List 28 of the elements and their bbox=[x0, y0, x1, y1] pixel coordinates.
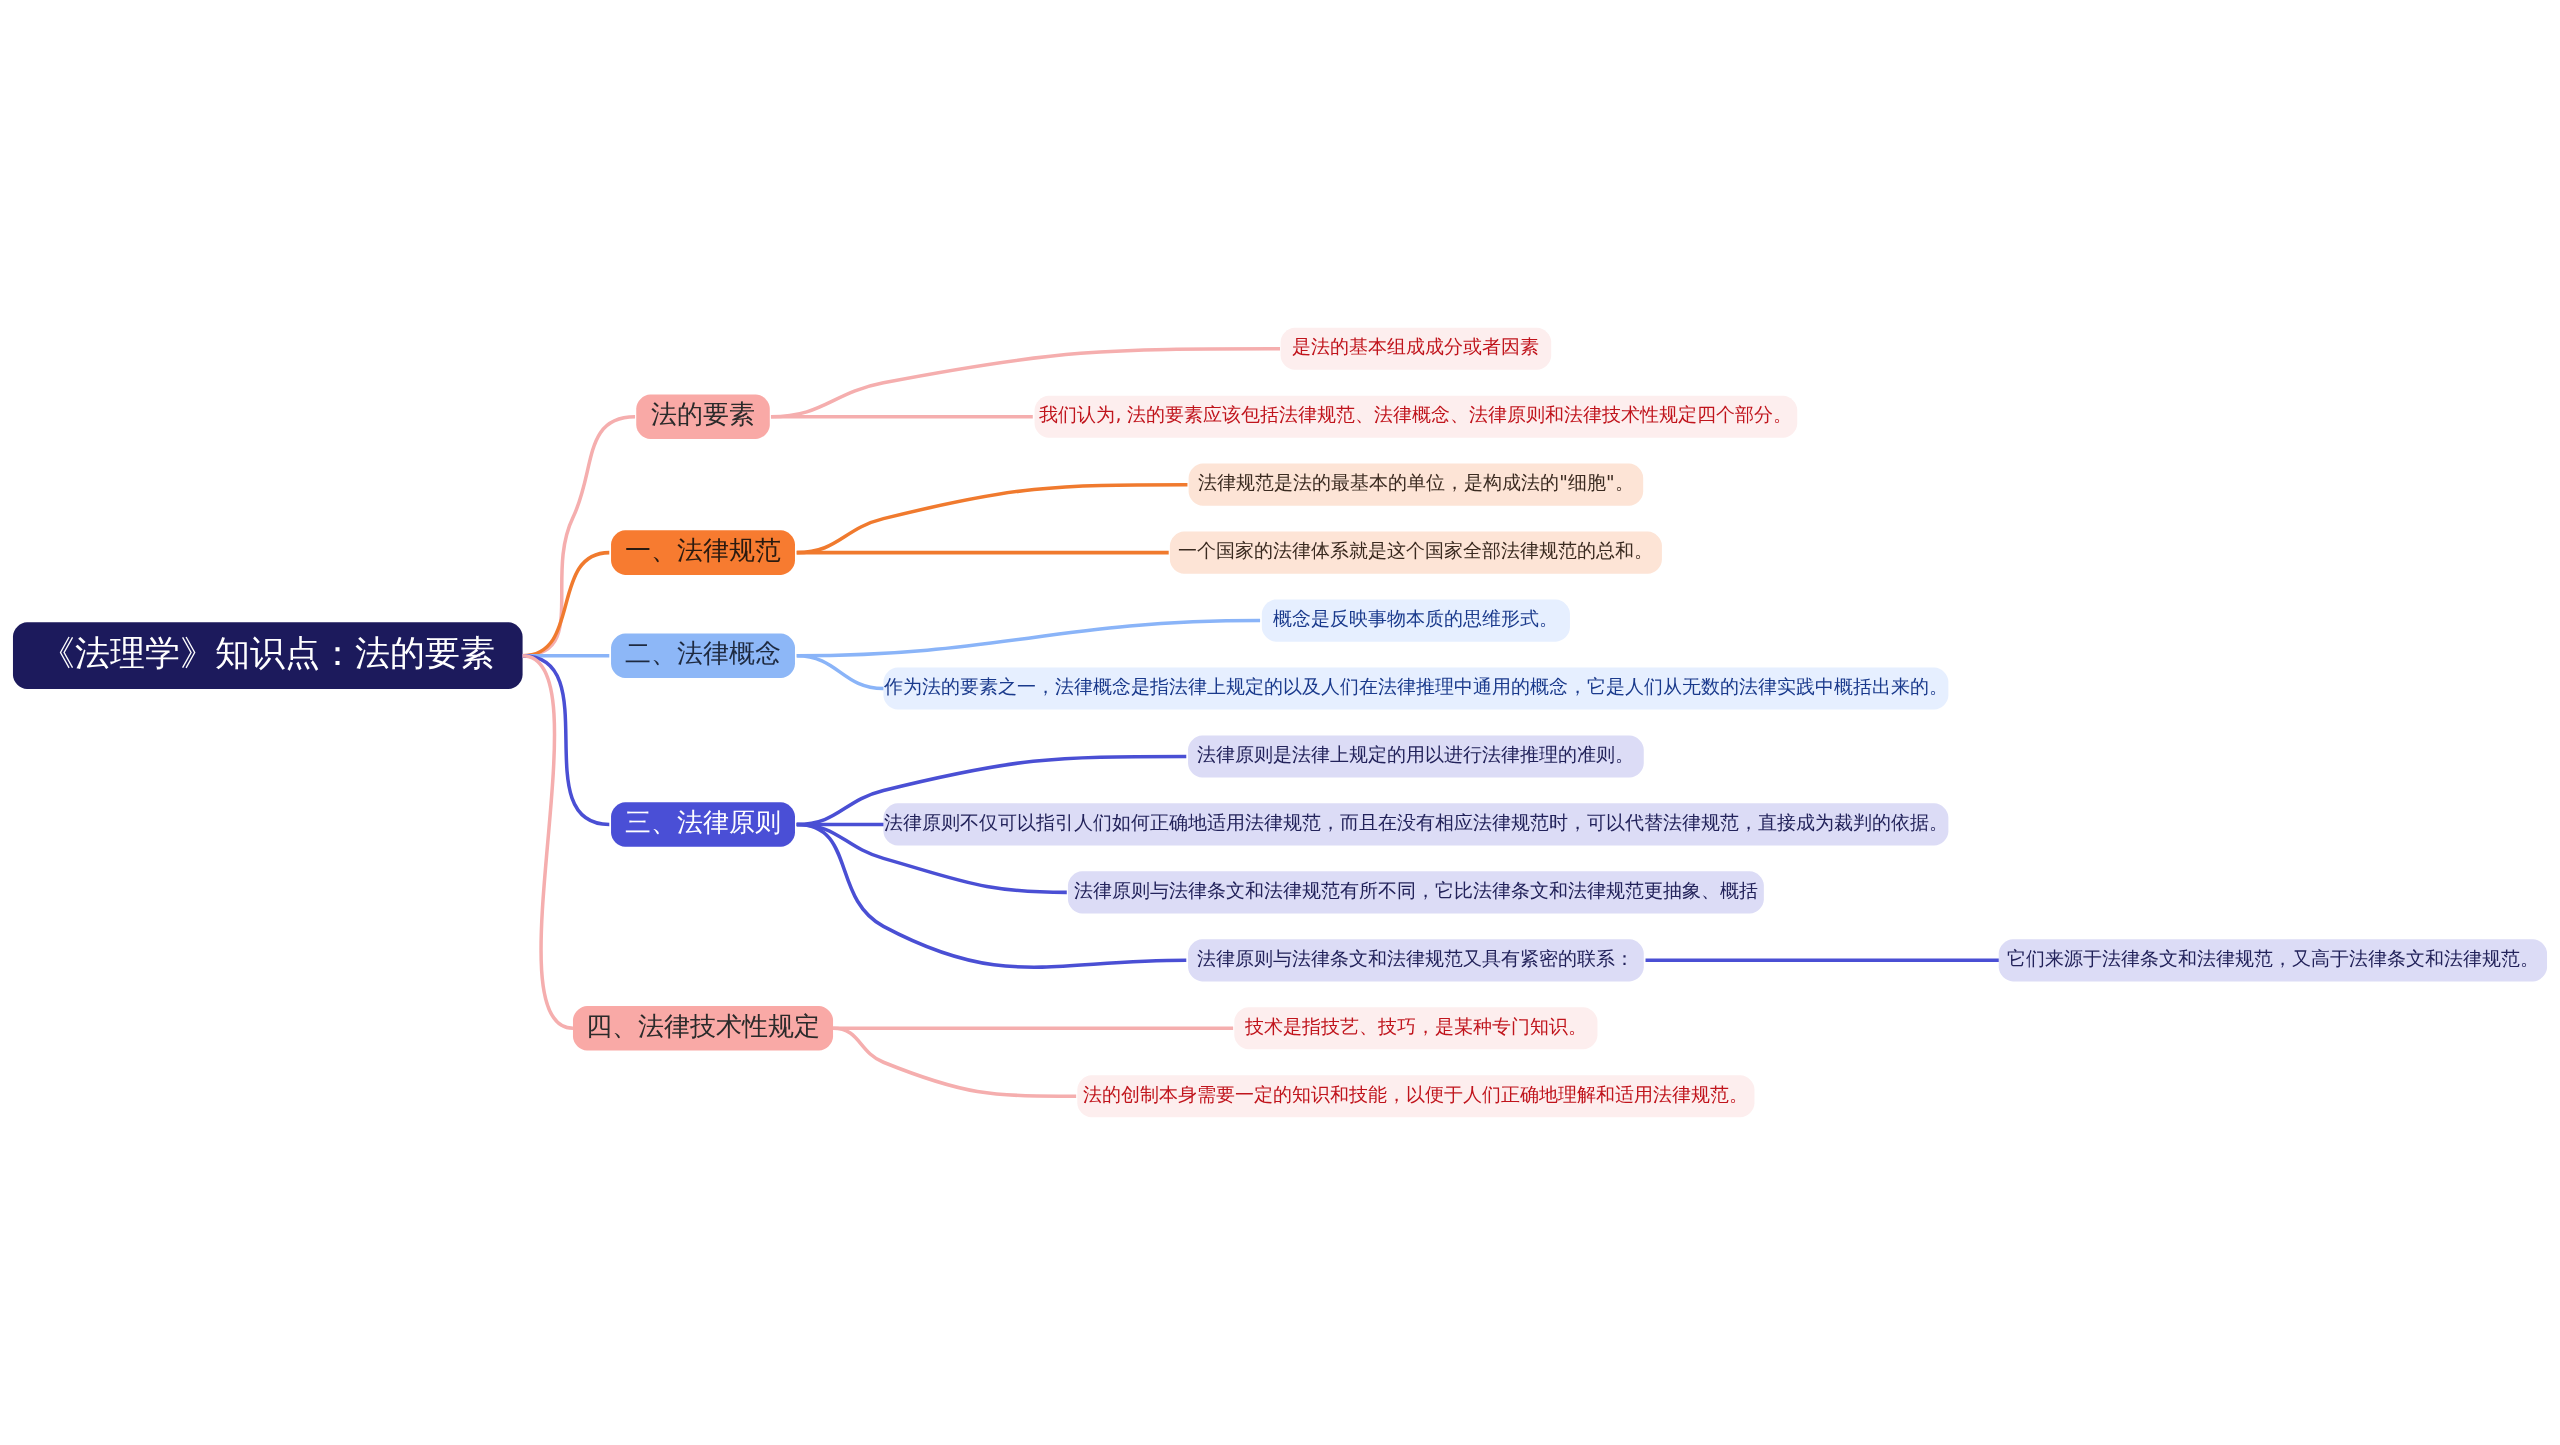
connector bbox=[770, 347, 1280, 419]
node-box: 二、法律概念 bbox=[611, 633, 795, 678]
connector bbox=[770, 414, 1033, 419]
node-box: 作为法的要素之一，法律概念是指法律上规定的以及人们在法律推理中通用的概念，它是人们从无数的法律实践中概括出来的。 bbox=[883, 667, 1949, 710]
node-box: 法律原则不仅可以指引人们如何正确地适用法律规范，而且在没有相应法律规范时，可以代替法律规范，直接成为裁判的依据。 bbox=[883, 803, 1949, 846]
connector bbox=[1645, 958, 1999, 963]
connector bbox=[521, 654, 574, 1030]
node-box: 我们认为, 法的要素应该包括法律规范、法律概念、法律原则和法律技术性规定四个部分。 bbox=[1034, 395, 1798, 438]
node-box: 一个国家的法律体系就是这个国家全部法律规范的总和。 bbox=[1169, 531, 1662, 574]
connector bbox=[832, 1026, 1077, 1098]
node-box: 四、法律技术性规定 bbox=[572, 1006, 834, 1051]
node-box: 法的要素 bbox=[636, 394, 770, 439]
node-box: 它们来源于法律条文和法律规范，又高于法律条文和法律规范。 bbox=[1998, 939, 2548, 982]
connector bbox=[796, 653, 884, 691]
connector bbox=[796, 482, 1188, 555]
node-box: 一、法律规范 bbox=[611, 530, 795, 575]
node-box: 三、法律原则 bbox=[611, 802, 795, 847]
connector bbox=[796, 550, 1169, 555]
node-box: 法律原则与法律条文和法律规范又具有紧密的联系： bbox=[1188, 939, 1644, 982]
connector bbox=[796, 822, 1187, 969]
node-box: 是法的基本组成成分或者因素 bbox=[1280, 327, 1552, 370]
node-box: 《法理学》知识点：法的要素 bbox=[12, 622, 523, 690]
node-box: 技术是指技艺、技巧，是某种专门知识。 bbox=[1234, 1007, 1598, 1050]
node-box: 法律规范是法的最基本的单位，是构成法的"细胞"。 bbox=[1188, 463, 1644, 506]
node-box: 法律原则与法律条文和法律规范有所不同，它比法律条文和法律规范更抽象、概括 bbox=[1067, 871, 1764, 914]
node-box: 法的创制本身需要一定的知识和技能，以便于人们正确地理解和适用法律规范。 bbox=[1077, 1075, 1755, 1118]
node-box: 法律原则是法律上规定的用以进行法律推理的准则。 bbox=[1188, 735, 1644, 778]
node-box: 概念是反映事物本质的思维形式。 bbox=[1261, 599, 1570, 642]
